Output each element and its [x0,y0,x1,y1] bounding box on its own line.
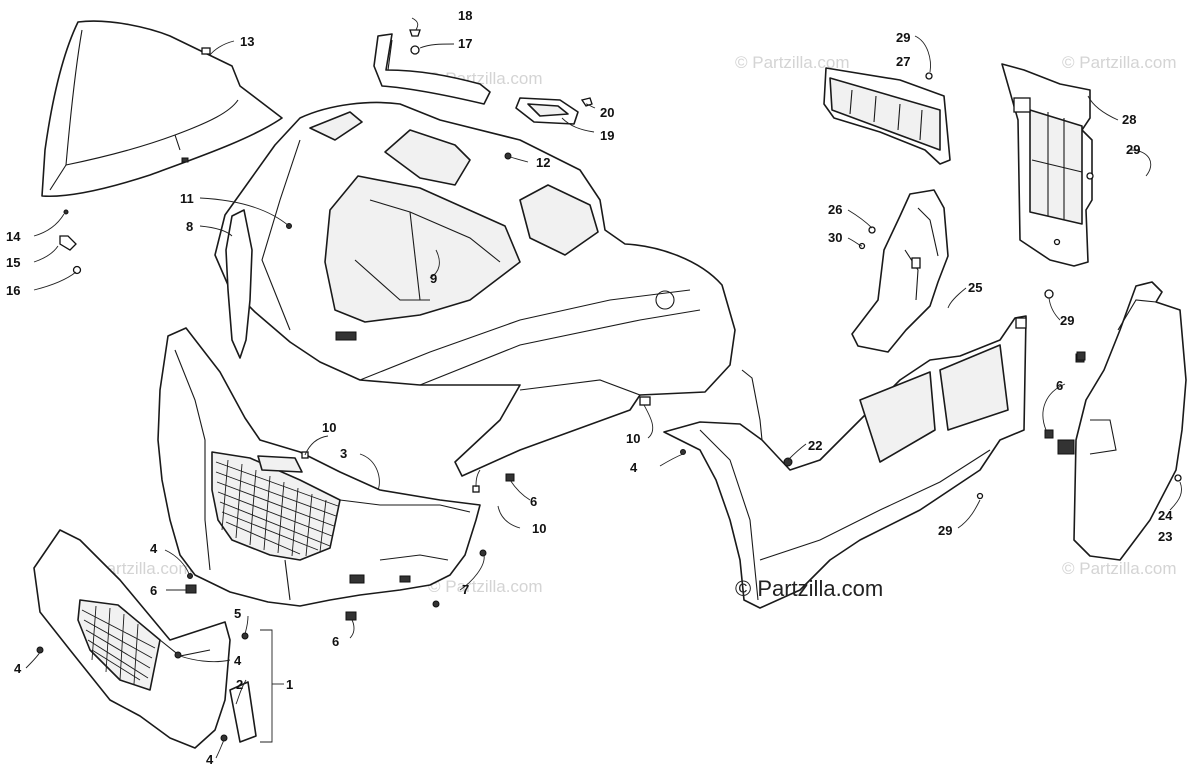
callout-23: 23 [1158,529,1172,544]
part-bracket-27 [823,67,951,165]
watermark-main: © Partzilla.com [735,576,883,601]
callout-4: 4 [234,653,242,668]
callout-30: 30 [828,230,842,245]
callout-6: 6 [530,494,537,509]
callout-25: 25 [968,280,982,295]
callout-29: 29 [1060,313,1074,328]
part-bracket-17 [373,29,491,105]
callout-9: 9 [430,271,437,286]
callout-29: 29 [896,30,910,45]
callout-20: 20 [600,105,614,120]
callout-labels: 13 18 17 20 19 12 11 8 9 14 15 16 10 3 6… [6,8,1173,767]
leader-lines [25,17,1182,759]
part-hood-cover [41,20,283,198]
callout-6: 6 [1056,378,1063,393]
part-fender-liner [663,315,1027,609]
callout-4: 4 [206,752,214,767]
callout-10: 10 [626,431,640,446]
callout-28: 28 [1122,112,1136,127]
callout-24: 24 [1158,508,1173,523]
callout-29: 29 [938,523,952,538]
watermark-faint: © Partzilla.com [1062,53,1177,72]
watermark-faint: © Partzilla.com [428,577,543,596]
callout-19: 19 [600,128,614,143]
callout-18: 18 [458,8,472,23]
part-lower-skid [33,529,257,749]
callout-13: 13 [240,34,254,49]
callout-4: 4 [630,460,638,475]
callout-10: 10 [322,420,336,435]
watermark-faint: © Partzilla.com [735,53,850,72]
callout-27: 27 [896,54,910,69]
callout-6: 6 [332,634,339,649]
callout-29: 29 [1126,142,1140,157]
callout-1: 1 [286,677,293,692]
callout-14: 14 [6,229,21,244]
callout-17: 17 [458,36,472,51]
hood-hardware [59,209,82,275]
callout-3: 3 [340,446,347,461]
part-front-bumper [157,327,481,607]
callout-10: 10 [532,521,546,536]
callout-8: 8 [186,219,193,234]
part-front-body [214,101,736,477]
part-inner-panel-25 [851,189,949,353]
callout-5: 5 [234,606,241,621]
callout-6: 6 [150,583,157,598]
callout-11: 11 [180,191,194,206]
callout-26: 26 [828,202,842,217]
callout-22: 22 [808,438,822,453]
part-side-panel-23 [1057,281,1187,561]
watermark-faint: © Partzilla.com [1062,559,1177,578]
callout-4: 4 [14,661,22,676]
part-side-strip-8 [225,209,253,359]
callout-12: 12 [536,155,550,170]
callout-4: 4 [150,541,158,556]
callout-16: 16 [6,283,20,298]
part-vent-19 [515,97,593,125]
callout-15: 15 [6,255,20,270]
part-floor-panel-28 [1001,63,1093,267]
callout-2: 2 [236,677,243,692]
callout-7: 7 [462,582,469,597]
